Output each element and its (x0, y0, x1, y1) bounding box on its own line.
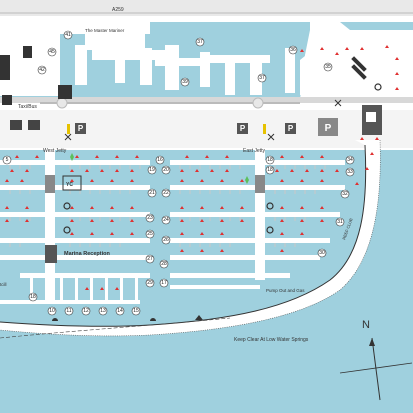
north-arrow-icon: N (339, 319, 413, 401)
taxi-bus-label: Taxi/Bus (18, 104, 37, 110)
svg-text:22: 22 (163, 190, 169, 196)
north-pontoons (75, 32, 295, 95)
east-jetty-label: East Jetty (243, 148, 265, 154)
parking-icon: P P P P (75, 118, 338, 136)
svg-text:45: 45 (49, 49, 55, 55)
svg-text:14: 14 (117, 308, 123, 314)
crane-icon (64, 99, 342, 141)
finger-ticks (9, 165, 326, 247)
svg-text:23: 23 (147, 215, 153, 221)
svg-text:P: P (325, 123, 332, 134)
svg-text:24: 24 (163, 217, 169, 223)
pump-out-label: Pump Out and Gas (266, 288, 305, 293)
svg-text:11: 11 (66, 308, 71, 314)
bottom-fingers (30, 275, 138, 300)
svg-text:37: 37 (197, 39, 203, 45)
svg-text:16: 16 (157, 157, 163, 163)
svg-text:15: 15 (133, 308, 139, 314)
berth-circles (2, 30, 355, 316)
lifebuoy-icon (63, 83, 382, 234)
svg-text:42: 42 (39, 67, 45, 73)
svg-text:10: 10 (49, 308, 55, 314)
svg-text:30: 30 (319, 250, 325, 256)
road-label: A259 (112, 7, 124, 13)
svg-text:41: 41 (65, 32, 71, 38)
restaurant-icon (23, 46, 32, 58)
svg-text:P: P (78, 124, 84, 133)
svg-text:37: 37 (259, 75, 265, 81)
svg-text:17: 17 (161, 280, 167, 286)
grass-patches (70, 153, 249, 184)
svg-text:36: 36 (290, 47, 296, 53)
marina-reception-label: Marina Reception (64, 251, 110, 257)
svg-text:18: 18 (267, 167, 273, 173)
svg-text:33: 33 (347, 169, 353, 175)
svg-text:27: 27 (147, 256, 153, 262)
marina-office-icon (351, 56, 367, 72)
keep-clear-label: Keep Clear At Low Water Springs (234, 337, 309, 343)
svg-text:21: 21 (149, 190, 155, 196)
berth-number-labels: 41 37 36 39 37 35 45 42 34 33 32 31 30 5… (6, 32, 353, 314)
shop-icon (10, 120, 22, 130)
land-northeast (300, 30, 413, 100)
svg-text:P: P (288, 124, 294, 133)
svg-text:28: 28 (161, 261, 167, 267)
road (0, 0, 413, 16)
svg-text:34: 34 (347, 157, 353, 163)
yc-label: YC (66, 182, 73, 188)
svg-text:31: 31 (337, 219, 343, 225)
reception-building (45, 245, 57, 263)
partial-label: tcill (0, 282, 7, 287)
svg-text:26: 26 (163, 237, 169, 243)
west-jetty-label: West Jetty (43, 148, 67, 154)
master-mariner-label: The Master Mariner (85, 28, 125, 33)
svg-text:35: 35 (325, 64, 331, 70)
svg-text:32: 32 (342, 191, 348, 197)
yc-building (62, 175, 82, 191)
svg-text:18: 18 (30, 294, 36, 300)
svg-text:19: 19 (149, 167, 155, 173)
svg-text:13: 13 (100, 308, 106, 314)
svg-text:12: 12 (83, 308, 89, 314)
svg-text:39: 39 (182, 79, 188, 85)
svg-text:29: 29 (147, 280, 153, 286)
svg-text:5: 5 (6, 157, 9, 163)
svg-text:20: 20 (163, 167, 169, 173)
svg-text:N: N (362, 319, 370, 331)
svg-text:P: P (240, 124, 246, 133)
wc-icon (58, 85, 72, 99)
svg-text:18: 18 (267, 157, 273, 163)
svg-text:25: 25 (147, 231, 153, 237)
